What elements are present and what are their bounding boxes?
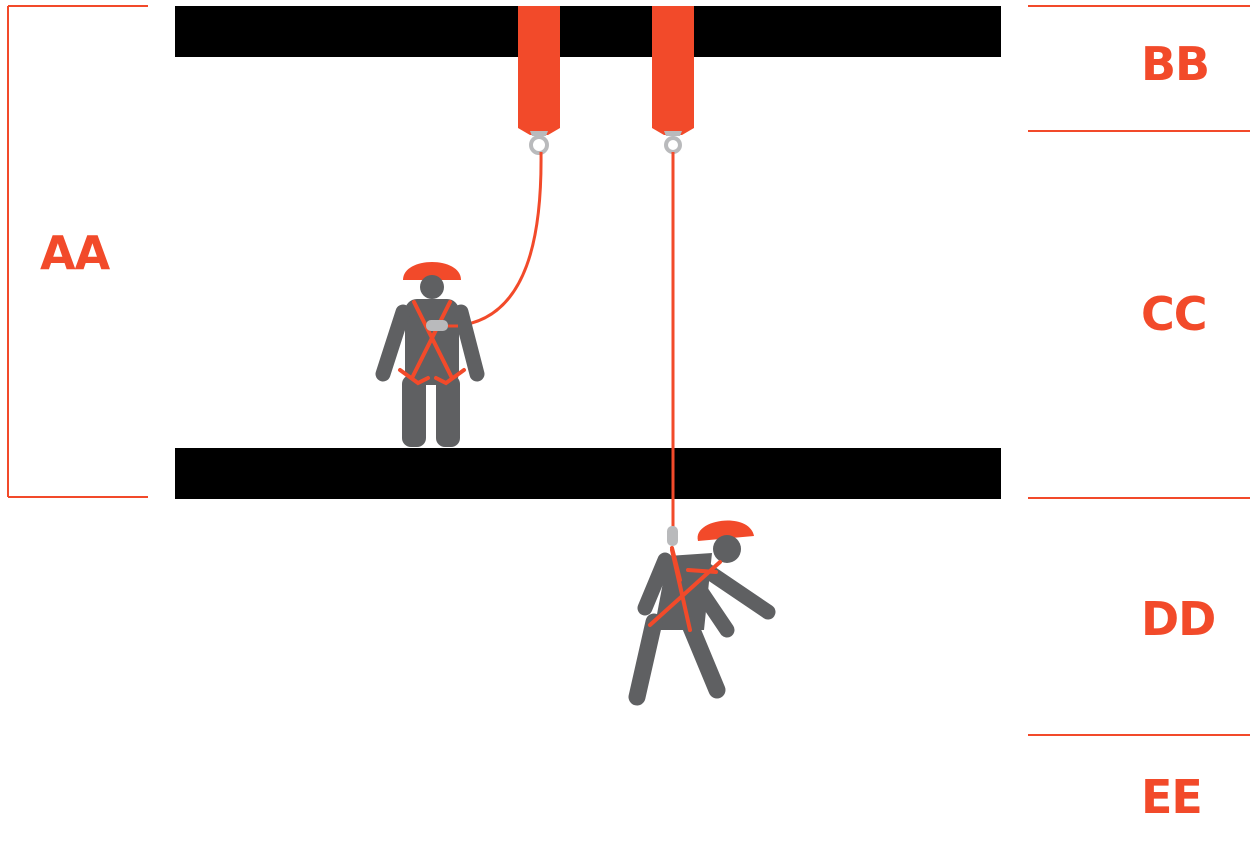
zone-label-dd: DD <box>1141 596 1215 642</box>
d-ring-icon <box>667 526 678 546</box>
fallen-worker-leg-2 <box>690 625 717 690</box>
zone-label-ee: EE <box>1141 774 1202 820</box>
zone-label-bb: BB <box>1141 41 1209 87</box>
worker-leg-left <box>402 375 426 447</box>
lanyard-left <box>455 152 541 326</box>
worker-icon <box>383 262 477 447</box>
worker-arm-left <box>383 312 403 374</box>
fallen-worker-icon <box>637 521 768 697</box>
upper-beam <box>175 6 1001 57</box>
anchor-ring-icon <box>531 137 547 153</box>
anchor-strap-left <box>518 6 560 153</box>
fallen-worker-head <box>713 535 741 563</box>
anchor-strap-icon <box>518 6 560 135</box>
right-zone-dividers <box>1028 6 1250 735</box>
d-ring-icon <box>426 320 448 331</box>
zone-label-cc: CC <box>1141 291 1207 337</box>
anchor-strap-right <box>652 6 694 152</box>
zone-label-aa: AA <box>40 230 109 276</box>
fallen-worker-leg-1 <box>637 622 654 697</box>
worker-head <box>420 275 444 299</box>
anchor-ring-icon <box>666 138 680 152</box>
anchor-strap-icon <box>652 6 694 135</box>
worker-leg-right <box>436 375 460 447</box>
lower-beam <box>175 448 1001 499</box>
